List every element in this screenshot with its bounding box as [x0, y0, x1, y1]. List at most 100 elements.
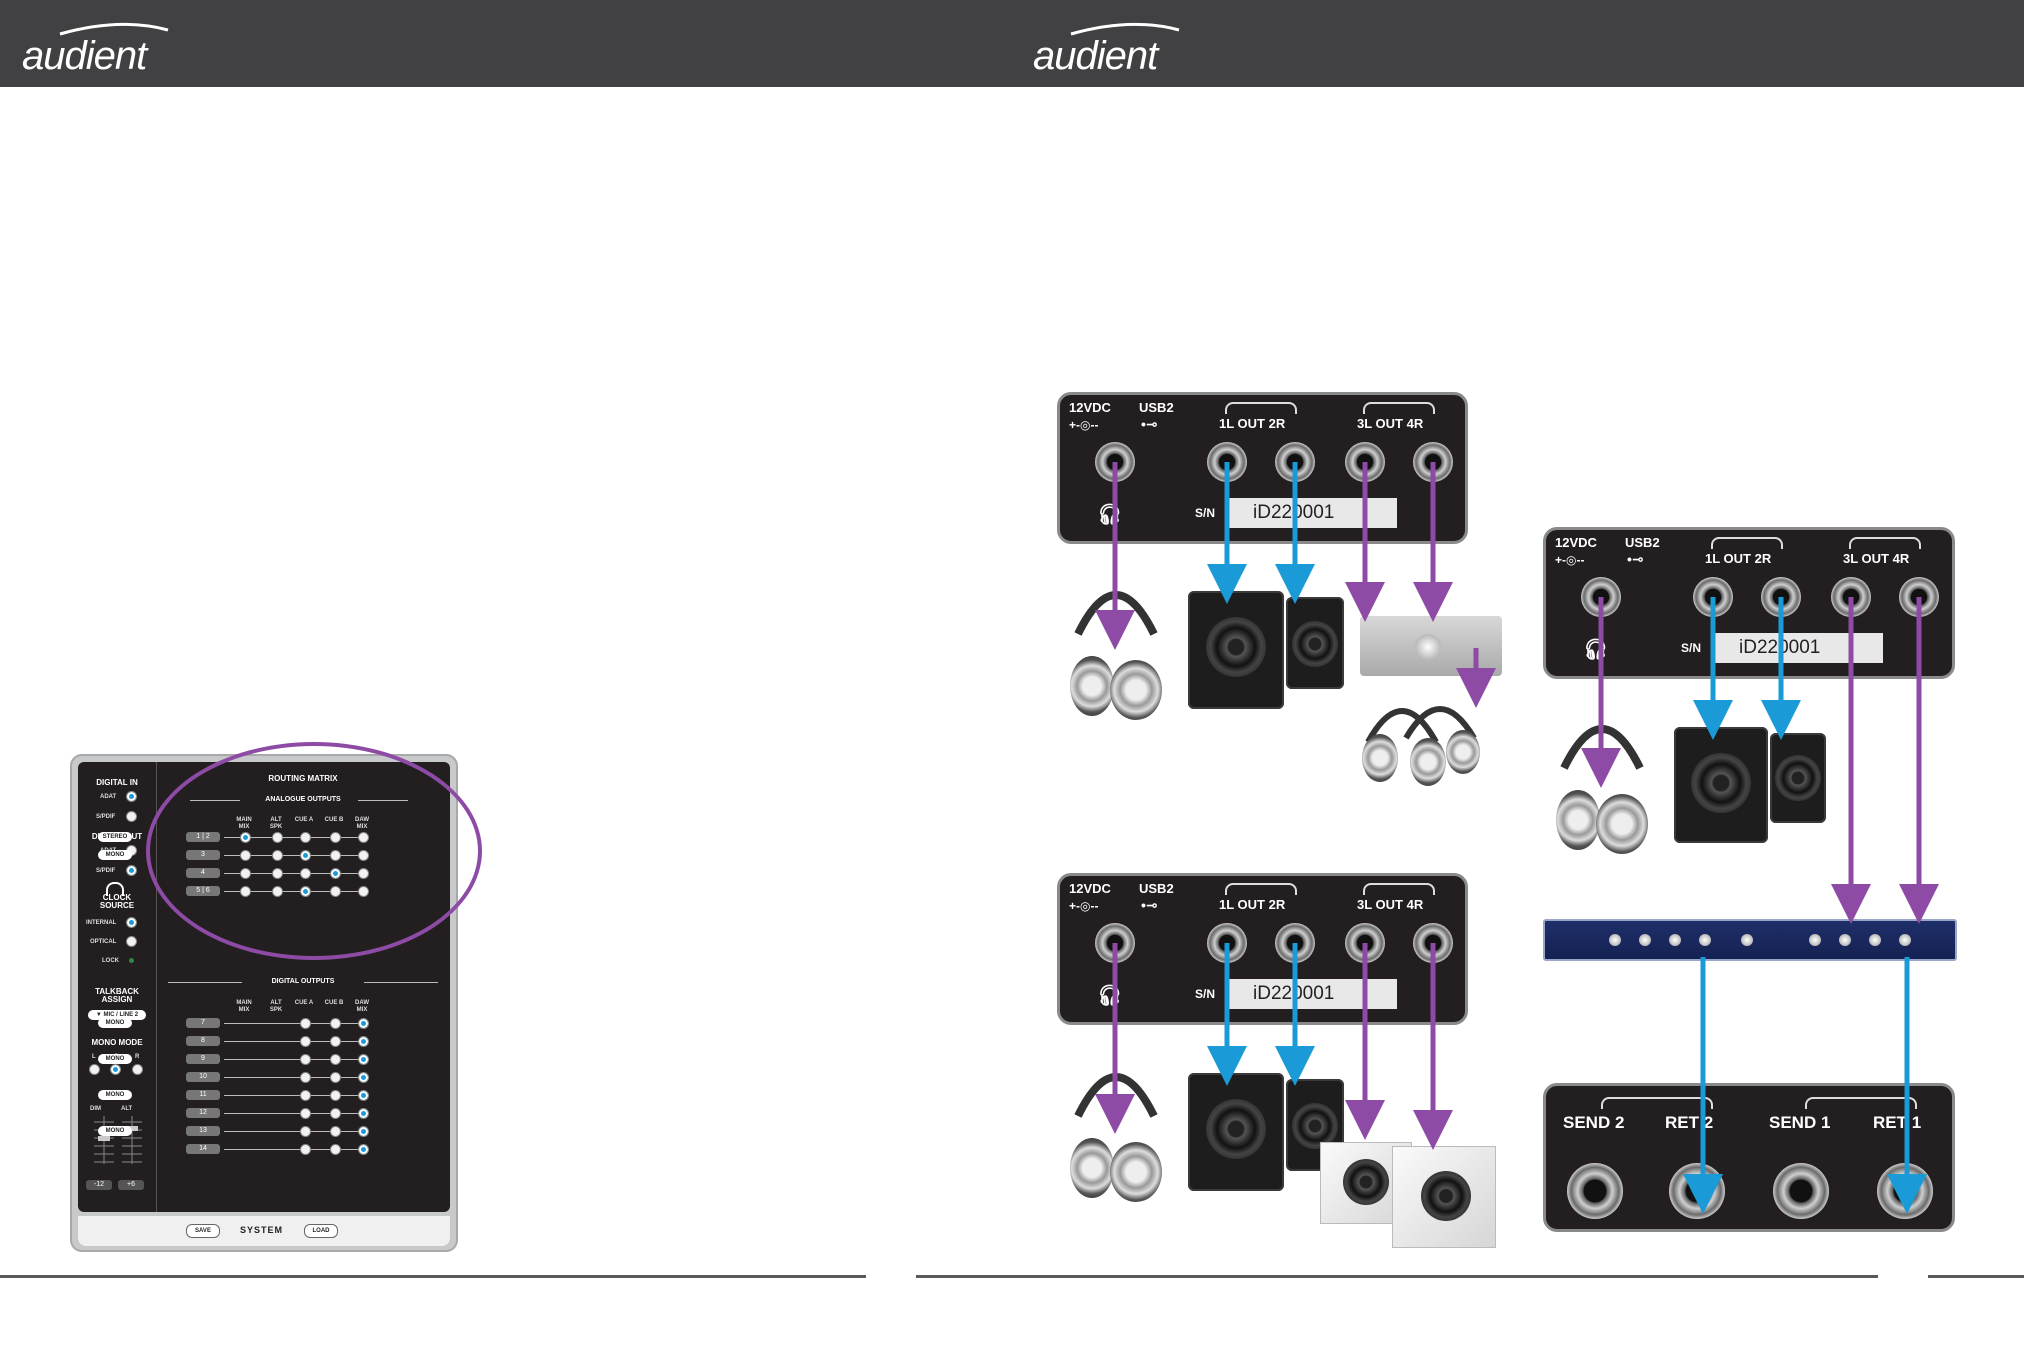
- route-node-radio[interactable]: [300, 1018, 311, 1029]
- knob-icon: [1741, 934, 1753, 946]
- lock-led-icon: [129, 958, 134, 963]
- route-node-radio[interactable]: [358, 1054, 369, 1065]
- divider: [364, 982, 438, 983]
- route-line: [224, 1095, 364, 1096]
- route-node-radio[interactable]: [358, 1036, 369, 1047]
- digital-in-adat-label: ADAT: [100, 794, 117, 800]
- channel-label: 9: [186, 1054, 220, 1064]
- headphone-cup-icon: [1446, 730, 1480, 774]
- route-node-radio[interactable]: [300, 1144, 311, 1155]
- column-header: CUE B: [324, 1000, 344, 1006]
- route-node-radio[interactable]: [358, 1126, 369, 1137]
- mono-mode-label: MONO MODE: [91, 1038, 143, 1047]
- audient-logo-left: audient: [0, 0, 180, 87]
- power-label: 12VDC: [1069, 881, 1111, 896]
- headphone-cup-icon: [1110, 660, 1162, 720]
- route-node-radio[interactable]: [300, 1036, 311, 1047]
- headphone-cup-icon: [1596, 794, 1648, 854]
- route-line: [224, 1041, 364, 1042]
- route-line: [224, 1059, 364, 1060]
- column-header: CUE A: [294, 1000, 314, 1006]
- out-3-4-label: 3L OUT 4R: [1357, 897, 1424, 912]
- route-node-radio[interactable]: [358, 1090, 369, 1101]
- output-bracket: [1363, 883, 1435, 895]
- digital-in-spdif-radio[interactable]: [126, 811, 137, 822]
- knob-icon: [1839, 934, 1851, 946]
- logo-swoosh-icon: [59, 22, 169, 36]
- usb-label: USB2: [1139, 881, 1174, 896]
- mono-l-radio[interactable]: [89, 1064, 100, 1075]
- route-node-radio[interactable]: [330, 1090, 341, 1101]
- column-header: MAIN MIX: [236, 1000, 252, 1013]
- route-node-radio[interactable]: [300, 1090, 311, 1101]
- route-node-radio[interactable]: [300, 1108, 311, 1119]
- trim-minus12-button[interactable]: -12: [86, 1180, 112, 1190]
- sn-label: S/N: [1193, 498, 1227, 528]
- patchbay-label: SEND 1: [1769, 1113, 1831, 1132]
- trim-alt-label: ALT: [121, 1106, 133, 1112]
- output-mode-button[interactable]: MONO: [98, 1054, 132, 1064]
- route-node-radio[interactable]: [300, 1072, 311, 1083]
- knob-icon: [1609, 934, 1621, 946]
- clock-internal-label: INTERNAL: [86, 920, 117, 926]
- clock-lock-label: LOCK: [102, 958, 119, 964]
- patchbay-jack: [1567, 1163, 1623, 1219]
- digital-in-adat-radio[interactable]: [126, 791, 137, 802]
- trim-plus6-button[interactable]: +6: [118, 1180, 144, 1190]
- clock-source-label: CLOCK SOURCE: [99, 893, 135, 910]
- talkback-select[interactable]: ▼ MIC / LINE 2: [88, 1010, 146, 1020]
- headphone-cup-icon: [1070, 656, 1114, 716]
- route-node-radio[interactable]: [358, 1072, 369, 1083]
- output-mode-button[interactable]: MONO: [98, 850, 132, 860]
- footer-rule-right: [916, 1275, 1878, 1278]
- digital-out-spdif-label: S/PDIF: [96, 868, 116, 874]
- logo-text: audient: [1033, 34, 1158, 78]
- patchbay-bracket: [1805, 1097, 1917, 1109]
- usb-label: USB2: [1625, 535, 1660, 550]
- route-node-radio[interactable]: [300, 1054, 311, 1065]
- route-node-radio[interactable]: [330, 1036, 341, 1047]
- output-bracket: [1225, 883, 1297, 895]
- mono-r-radio[interactable]: [132, 1064, 143, 1075]
- mono-c-radio[interactable]: [110, 1064, 121, 1075]
- clock-internal-radio[interactable]: [126, 917, 137, 928]
- output-mode-button[interactable]: MONO: [98, 1090, 132, 1100]
- output-mode-button[interactable]: STEREO: [98, 832, 132, 842]
- woofer-icon: [1292, 1103, 1338, 1149]
- route-node-radio[interactable]: [330, 1018, 341, 1029]
- monitor-speaker-icon: [1188, 591, 1284, 709]
- load-button[interactable]: LOAD: [304, 1224, 338, 1238]
- power-label: 12VDC: [1555, 535, 1597, 550]
- route-line: [224, 1023, 364, 1024]
- route-node-radio[interactable]: [300, 1126, 311, 1137]
- power-label: 12VDC: [1069, 400, 1111, 415]
- output-mode-button[interactable]: MONO: [98, 1018, 132, 1028]
- woofer-icon: [1343, 1159, 1389, 1205]
- route-node-radio[interactable]: [358, 1144, 369, 1155]
- knob-icon: [1899, 934, 1911, 946]
- system-footer: SAVE SYSTEM LOAD: [78, 1216, 450, 1246]
- route-node-radio[interactable]: [330, 1126, 341, 1137]
- route-node-radio[interactable]: [330, 1108, 341, 1119]
- column-header: DAW MIX: [355, 1000, 369, 1013]
- clock-optical-radio[interactable]: [126, 936, 137, 947]
- out-3-4-label: 3L OUT 4R: [1843, 551, 1910, 566]
- sn-label: S/N: [1193, 979, 1227, 1009]
- route-node-radio[interactable]: [358, 1018, 369, 1029]
- knob-icon: [1639, 934, 1651, 946]
- headphone-cup-icon: [1362, 734, 1398, 782]
- route-node-radio[interactable]: [330, 1054, 341, 1065]
- save-button[interactable]: SAVE: [186, 1224, 220, 1238]
- headphone-cup-icon: [1070, 1138, 1114, 1198]
- route-line: [224, 1149, 364, 1150]
- logo-swoosh-icon: [1070, 22, 1180, 36]
- route-node-radio[interactable]: [330, 1072, 341, 1083]
- page-header: audient audient: [0, 0, 2024, 87]
- divider: [168, 982, 242, 983]
- digital-out-spdif-radio[interactable]: [126, 865, 137, 876]
- route-node-radio[interactable]: [358, 1108, 369, 1119]
- route-node-radio[interactable]: [330, 1144, 341, 1155]
- output-mode-button[interactable]: MONO: [98, 1126, 132, 1136]
- trim-dim-label: DIM: [90, 1106, 101, 1112]
- column-header: ALT SPK: [269, 1000, 283, 1013]
